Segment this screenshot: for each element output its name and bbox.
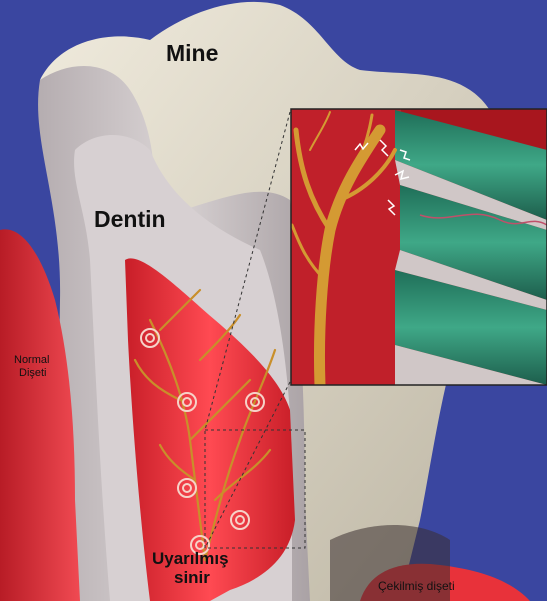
enamel-label: Mine <box>166 40 218 67</box>
stimulated-nerve-label-line1: Uyarılmış <box>152 549 229 568</box>
normal-gum-label-line1: Normal <box>14 354 49 367</box>
dentin-label: Dentin <box>94 206 166 233</box>
stimulated-nerve-label-line2: sinir <box>152 568 229 587</box>
normal-gum-label: Normal Dişeti <box>14 354 49 380</box>
normal-gum-label-line2: Dişeti <box>14 367 49 380</box>
inset-zoom-panel <box>291 109 547 385</box>
dentin-tubules <box>395 110 547 385</box>
receded-gum-label: Çekilmiş dişeti <box>378 580 455 593</box>
stimulated-nerve-label: Uyarılmış sinir <box>152 549 229 587</box>
